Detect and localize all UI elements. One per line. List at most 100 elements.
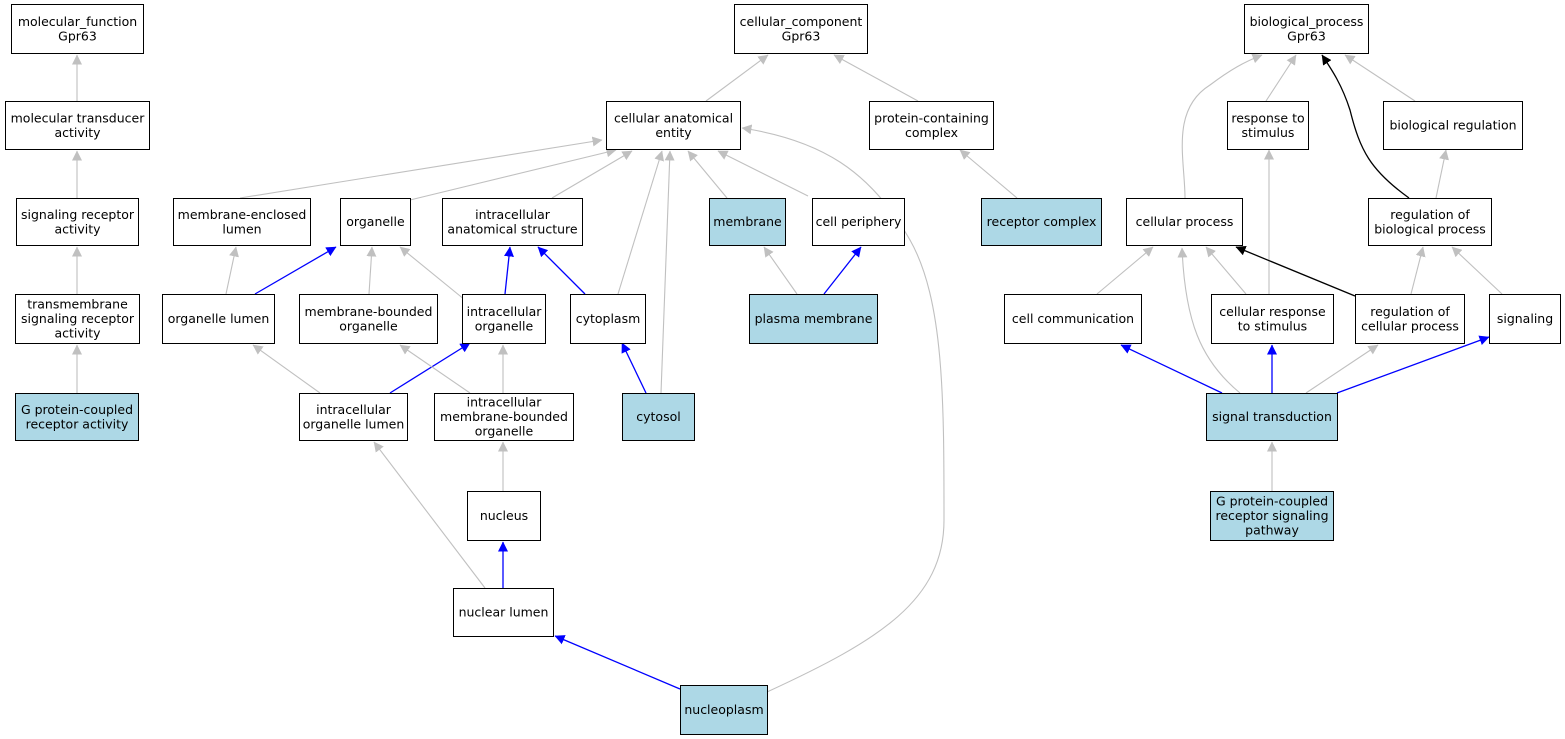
node-cpr[interactable]: cellular process [1126, 198, 1243, 246]
node-sig[interactable]: signaling [1489, 294, 1561, 344]
edge-ccom-to-cpr [1096, 246, 1154, 295]
edge-np-to-nl [554, 635, 681, 690]
node-box [1004, 294, 1142, 344]
node-label-line: receptor activity [26, 416, 129, 431]
node-rc[interactable]: receptor complex [981, 198, 1102, 246]
node-label-line: G protein-coupled [21, 402, 133, 417]
node-label-line: organelle [475, 318, 534, 333]
node-label-line: membrane-bounded [305, 304, 433, 319]
edge-st-to-ccom [1120, 344, 1223, 394]
edge-sig-to-rbp [1451, 246, 1503, 295]
node-box [453, 588, 554, 637]
node-box [1126, 198, 1243, 246]
node-label-line: intracellular [467, 304, 543, 319]
edge-mbo-to-org [366, 246, 377, 295]
node-label-line: intracellular [475, 207, 551, 222]
node-label-line: pathway [1245, 523, 1299, 538]
node-label-line: organelle lumen [303, 416, 405, 431]
node-ccom[interactable]: cell communication [1004, 294, 1142, 344]
node-label-line: intracellular [467, 395, 543, 410]
node-box [1227, 101, 1309, 150]
edge-st-to-sig [1336, 335, 1490, 394]
edge-rbp-to-br [1435, 149, 1449, 199]
edge-st-to-rcp [1305, 344, 1379, 394]
node-box [1206, 393, 1338, 441]
node-ol[interactable]: organelle lumen [162, 294, 275, 344]
edge-org-to-cae [409, 147, 617, 201]
node-label-line: cellular process [1136, 214, 1234, 229]
node-box [869, 101, 994, 150]
node-box [11, 4, 144, 54]
edge-nl-to-iol [373, 441, 486, 589]
node-label-line: activity [54, 326, 101, 341]
node-box [434, 393, 574, 441]
node-label-line: activity [54, 221, 101, 236]
edge-iol-to-ol [252, 344, 321, 394]
node-label-line: signaling receptor [21, 207, 135, 222]
node-label-line: to stimulus [1238, 318, 1307, 333]
node-nuc[interactable]: nucleus [467, 491, 541, 541]
node-label-line: organelle [339, 318, 398, 333]
node-box [162, 294, 275, 344]
node-box [467, 491, 541, 541]
edges [72, 53, 1503, 693]
node-st[interactable]: signal transduction [1206, 393, 1338, 441]
node-label-line: cytosol [636, 409, 680, 424]
node-cyt[interactable]: cytoplasm [570, 294, 646, 344]
node-nl[interactable]: nuclear lumen [453, 588, 554, 637]
node-label-line: intracellular [316, 402, 392, 417]
edge-pm-to-mem [763, 246, 798, 295]
edge-rcp-to-cpr [1235, 245, 1356, 297]
node-label-line: nuclear lumen [459, 605, 549, 620]
edge-rcp-to-rbp [1410, 246, 1426, 295]
edge-cyt-to-ias [537, 246, 586, 295]
node-label-line: anatomical structure [447, 221, 577, 236]
node-pm[interactable]: plasma membrane [749, 294, 878, 344]
node-label-line: biological regulation [1389, 118, 1516, 133]
node-label-line: organelle [346, 214, 405, 229]
node-box [299, 294, 438, 344]
node-cp[interactable]: cell periphery [812, 198, 905, 246]
node-box [16, 198, 139, 246]
node-box [1489, 294, 1561, 344]
node-box [1355, 294, 1465, 344]
edge-cpr-to-bp [1181, 53, 1263, 199]
node-label-line: cell communication [1012, 311, 1134, 326]
node-label-line: biological_process [1250, 14, 1364, 29]
node-box [812, 198, 905, 246]
node-label-line: membrane [713, 214, 782, 229]
edge-cytosol-to-cae [660, 150, 675, 394]
node-label-line: cytoplasm [576, 311, 641, 326]
node-org[interactable]: organelle [340, 198, 411, 246]
node-np[interactable]: nucleoplasm [680, 685, 768, 735]
node-label-line: cellular_component [740, 14, 863, 29]
node-br[interactable]: biological regulation [1383, 101, 1523, 150]
edge-cae-to-cc [705, 54, 769, 102]
node-cytosol[interactable]: cytosol [622, 393, 695, 441]
node-mem[interactable]: membrane [709, 198, 786, 246]
node-box [981, 198, 1102, 246]
node-box [1211, 294, 1334, 344]
node-box [606, 101, 741, 150]
